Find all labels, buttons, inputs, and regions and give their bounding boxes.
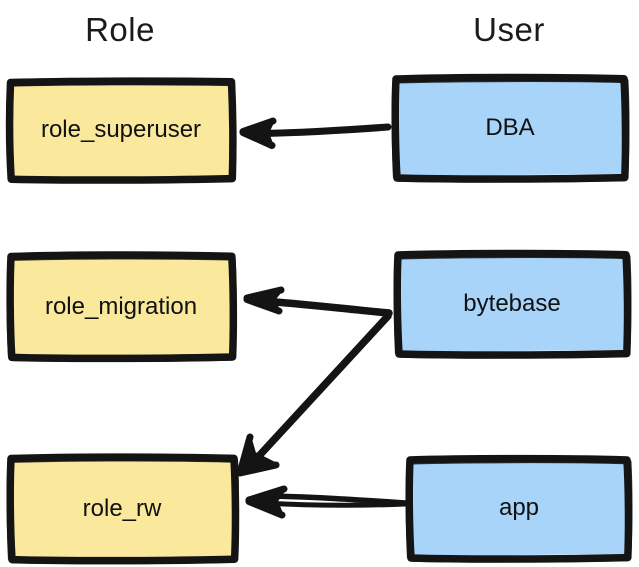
node-bytebase-fill <box>400 256 624 352</box>
node-role_superuser-border-second <box>6 81 236 184</box>
node-app[interactable] <box>405 454 633 563</box>
column-header-role: Role <box>85 11 155 48</box>
node-dba-border-second <box>391 77 630 183</box>
edge-app-to-role_rw-line-second <box>261 500 408 508</box>
edge-app-to-role_rw[interactable] <box>245 485 409 519</box>
edge-dba-to-role_superuser[interactable] <box>239 117 392 149</box>
node-role_migration-border-second <box>6 255 237 362</box>
node-bytebase[interactable] <box>393 249 632 359</box>
node-role_rw[interactable] <box>6 453 240 565</box>
node-bytebase-border-second <box>393 253 632 359</box>
node-role_superuser[interactable] <box>5 77 237 184</box>
node-app-fill <box>412 461 626 556</box>
node-role_rw-border-second <box>6 457 240 565</box>
edge-bytebase-to-role_rw-arrowhead-fill <box>237 435 278 476</box>
node-app-border-second <box>405 458 633 563</box>
edge-bytebase-to-role_migration[interactable] <box>243 286 393 317</box>
node-role_migration-fill <box>13 257 230 356</box>
node-role_migration[interactable] <box>6 251 238 363</box>
node-dba[interactable] <box>391 73 630 183</box>
column-header-user: User <box>473 11 545 48</box>
node-role_superuser-fill <box>12 83 231 177</box>
node-dba-fill <box>398 80 623 176</box>
edge-bytebase-to-role_migration-arrowhead-fill <box>244 288 284 313</box>
edge-app-to-role_rw-arrowhead-fill <box>246 487 287 517</box>
edge-bytebase-to-role_rw[interactable] <box>236 312 392 477</box>
node-role_rw-fill <box>13 459 232 558</box>
edge-bytebase-to-role_rw-line <box>254 312 392 461</box>
edge-dba-to-role_superuser-arrowhead-fill <box>240 119 275 147</box>
